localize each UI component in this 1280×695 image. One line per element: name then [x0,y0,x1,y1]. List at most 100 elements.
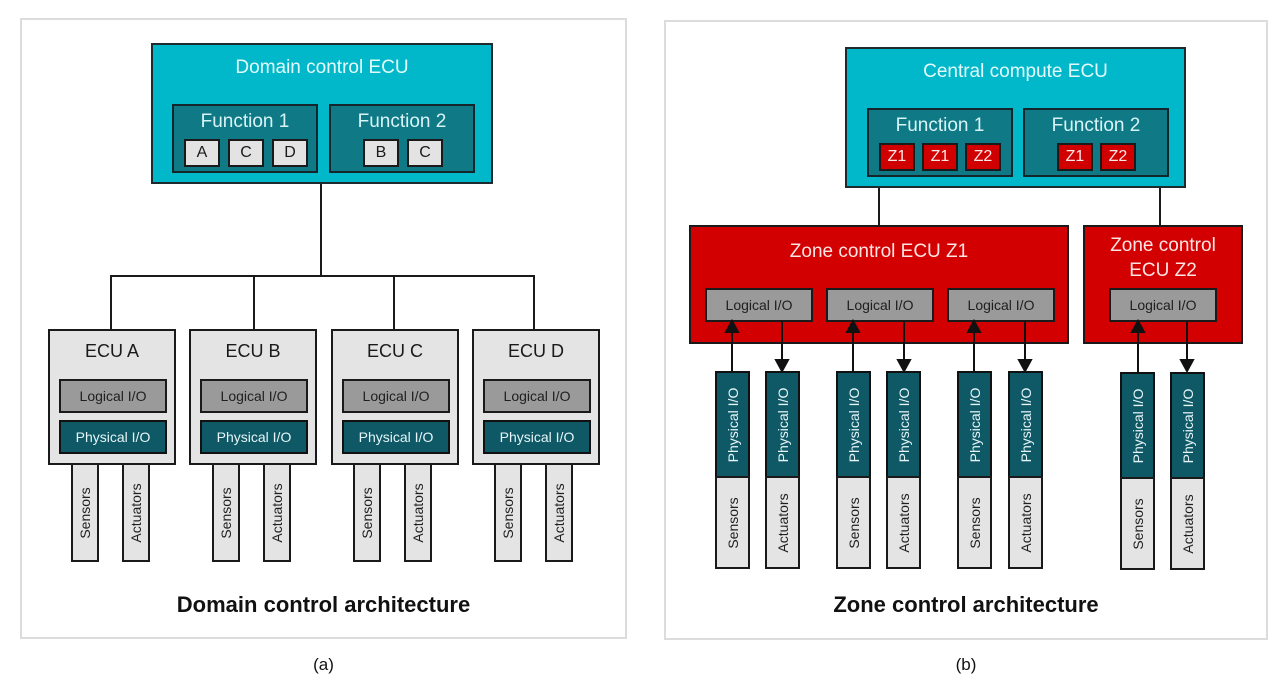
io-column: Physical I/O Sensors [836,371,871,569]
zone-chip: Z2 [1100,143,1136,171]
connector-line [253,275,255,329]
actuators-stem: Actuators [765,476,800,569]
sensors-label: Sensors [845,496,862,549]
function-chip: C [228,139,264,167]
io-column: Physical I/O Actuators [765,371,800,569]
ecu-title: ECU C [366,341,423,361]
logical-io: Logical I/O [947,288,1055,322]
zone-z2-title-line1: Zone control [1110,235,1216,256]
subfigure-label-b: (b) [955,655,977,674]
actuators-label: Actuators [128,482,144,543]
sensors-label: Sensors [359,486,375,539]
subfigure-label-a: (a) [313,655,334,674]
io-column: Physical I/O Actuators [1170,372,1205,570]
sensors-stem: Sensors [836,476,871,569]
zone-z2-title-line2: ECU Z2 [1129,260,1197,281]
sensors-label: Sensors [724,496,741,549]
actuators-stem: Actuators [545,463,573,562]
connector-line [533,275,535,329]
actuators-stem: Actuators [122,463,150,562]
connector-line [320,184,322,276]
logical-io: Logical I/O [705,288,813,322]
sensors-stem: Sensors [1120,477,1155,570]
physical-io-label: Physical I/O [1129,388,1146,463]
physical-io-label: Physical I/O [845,387,862,462]
zone-chip: Z1 [879,143,915,171]
physical-io-label: Physical I/O [774,387,791,462]
actuators-label: Actuators [551,482,567,543]
sensors-stem: Sensors [353,463,381,562]
io-column: Physical I/O Actuators [886,371,921,569]
ecu-title: ECU A [84,341,140,361]
zone-z1-title: Zone control ECU Z1 [789,241,969,262]
logical-io: Logical I/O [483,379,591,413]
physical-io-vertical: Physical I/O [765,371,800,478]
sensors-label: Sensors [500,486,516,539]
domain-control-ecu: Domain control ECU Function 1 A C D Func… [151,43,493,184]
io-column: Physical I/O Sensors [715,371,750,569]
physical-io-label: Physical I/O [724,387,741,462]
physical-io: Physical I/O [59,420,167,454]
physical-io-vertical: Physical I/O [1008,371,1043,478]
logical-io: Logical I/O [826,288,934,322]
connector-line [878,188,880,225]
sensors-label: Sensors [77,486,93,539]
physical-io: Physical I/O [200,420,308,454]
physical-io-label: Physical I/O [1017,387,1034,462]
logical-io: Logical I/O [1109,288,1217,322]
actuators-label: Actuators [410,482,426,543]
connector-line [110,275,535,277]
central-compute-ecu-title: Central compute ECU [923,61,1108,82]
sensors-stem: Sensors [71,463,99,562]
io-column: Physical I/O Sensors [957,371,992,569]
physical-io-vertical: Physical I/O [1170,372,1205,479]
actuators-label: Actuators [774,492,791,553]
caption-domain-control: Domain control architecture [176,592,471,617]
physical-io: Physical I/O [342,420,450,454]
function-1-block: Function 1 A C D [172,104,318,173]
ecu-title: ECU B [225,341,281,361]
physical-io-vertical: Physical I/O [886,371,921,478]
domain-control-ecu-title: Domain control ECU [235,57,409,78]
function-2-label: Function 2 [1051,115,1141,136]
zone-chip: Z1 [1057,143,1093,171]
physical-io-label: Physical I/O [895,387,912,462]
physical-io-vertical: Physical I/O [957,371,992,478]
connector-line [393,275,395,329]
connector-line [110,275,112,329]
actuators-stem: Actuators [886,476,921,569]
function-2-block: Function 2 Z1 Z2 [1023,108,1169,177]
zone-control-ecu-z1: Zone control ECU Z1 Logical I/O Logical … [689,225,1069,344]
function-2-block: Function 2 B C [329,104,475,173]
actuators-label: Actuators [1179,493,1196,554]
ecu-d: ECU D Logical I/O Physical I/O [472,329,600,465]
physical-io-label: Physical I/O [1179,388,1196,463]
io-column: Physical I/O Actuators [1008,371,1043,569]
zone-chip: Z1 [922,143,958,171]
physical-io: Physical I/O [483,420,591,454]
connector-line [1159,188,1161,225]
function-2-label: Function 2 [357,111,447,132]
function-chip: D [272,139,308,167]
function-chip: A [184,139,220,167]
physical-io-vertical: Physical I/O [836,371,871,478]
actuators-stem: Actuators [1170,477,1205,570]
actuators-label: Actuators [269,482,285,543]
physical-io-vertical: Physical I/O [1120,372,1155,479]
ecu-c: ECU C Logical I/O Physical I/O [331,329,459,465]
io-column: Physical I/O Sensors [1120,372,1155,570]
actuators-stem: Actuators [1008,476,1043,569]
physical-io-vertical: Physical I/O [715,371,750,478]
ecu-title: ECU D [507,341,564,361]
sensors-stem: Sensors [212,463,240,562]
function-1-label: Function 1 [895,115,985,136]
caption-zone-control: Zone control architecture [833,592,1099,617]
logical-io: Logical I/O [200,379,308,413]
function-chip: B [363,139,399,167]
sensors-stem: Sensors [494,463,522,562]
function-chip: C [407,139,443,167]
physical-io-label: Physical I/O [966,387,983,462]
sensors-label: Sensors [966,496,983,549]
function-1-label: Function 1 [200,111,290,132]
zone-control-ecu-z2: Zone control ECU Z2 Logical I/O [1083,225,1243,344]
